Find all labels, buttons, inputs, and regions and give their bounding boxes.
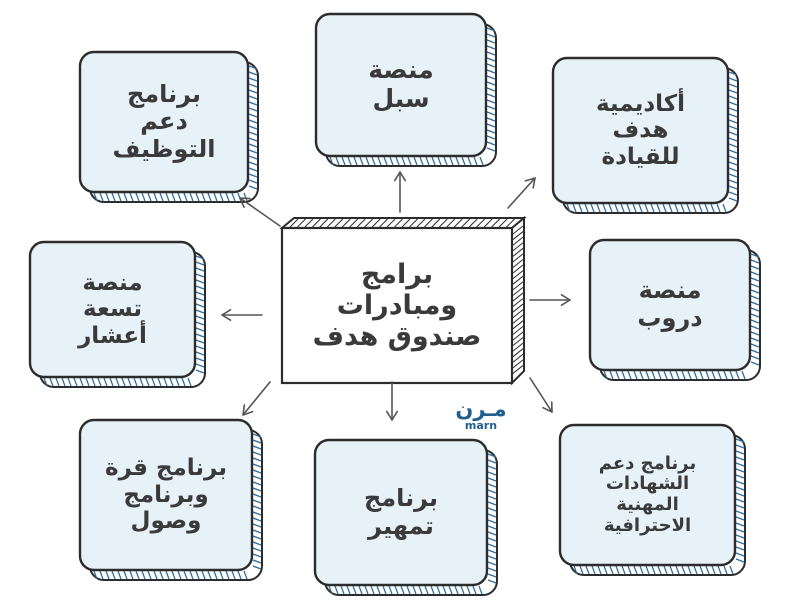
node-qurra-line-3: وصول — [130, 508, 202, 535]
node-academy-line-3: للقيادة — [601, 143, 680, 170]
node-doroob-line-2: دروب — [637, 304, 703, 332]
node-employment-line-3: التوظيف — [112, 134, 216, 163]
node-tasaa-line-1: منصة — [82, 269, 143, 296]
node-tasaa-box — [28, 240, 206, 388]
node-sobol-line-1: منصة — [368, 55, 434, 85]
arrow-6 — [242, 381, 271, 416]
node-certificates-line-3: المهنية — [616, 494, 679, 515]
arrow-1 — [393, 171, 407, 213]
center-line-2: ومبادرات — [336, 289, 458, 321]
center-line-1: برامج — [360, 258, 434, 290]
node-tamheer-line-1: برنامج — [363, 483, 439, 512]
node-doroob-line-1: منصة — [638, 276, 702, 305]
node-tasaa-line-2: تسعة — [83, 296, 142, 323]
node-employment-line-2: دعم — [140, 107, 188, 136]
node-sobol-box — [314, 12, 497, 167]
node-certificates-line-1: برنامج دعم — [598, 452, 697, 474]
arrow-7 — [385, 381, 399, 421]
node-qurra-line-2: وبرنامج — [123, 481, 209, 508]
center-line-3: صندوق هدف — [312, 321, 482, 353]
node-academy-box — [551, 56, 739, 214]
arrow-4 — [221, 308, 263, 322]
arrow-5 — [529, 293, 571, 307]
node-employment-line-1: برنامج — [126, 79, 202, 108]
node-tamheer-line-2: تمهير — [368, 511, 434, 540]
center-box — [279, 215, 527, 386]
arrow-8 — [529, 377, 553, 413]
node-doroob-box — [588, 238, 761, 381]
node-tamheer-box — [313, 438, 498, 596]
node-employment-box — [78, 50, 259, 203]
arrow-2 — [239, 197, 281, 227]
node-academy-line-2: هدف — [612, 117, 669, 144]
node-academy-line-1: أكاديمية — [595, 90, 686, 117]
marn-logo: مـرن marn — [444, 398, 518, 434]
logo-mark: مـرن — [455, 397, 507, 421]
node-certificates-line-4: الاحترافية — [603, 514, 692, 536]
node-qurra-box — [78, 418, 263, 581]
node-certificates-box — [558, 423, 746, 576]
logo-subtitle: marn — [464, 419, 498, 432]
node-sobol-line-2: سبل — [372, 84, 430, 113]
node-qurra-line-1: برنامج قرة — [105, 455, 227, 482]
node-tasaa-line-3: أعشار — [78, 322, 147, 349]
node-certificates-line-2: الشهادات — [605, 473, 690, 495]
arrow-3 — [507, 177, 536, 209]
